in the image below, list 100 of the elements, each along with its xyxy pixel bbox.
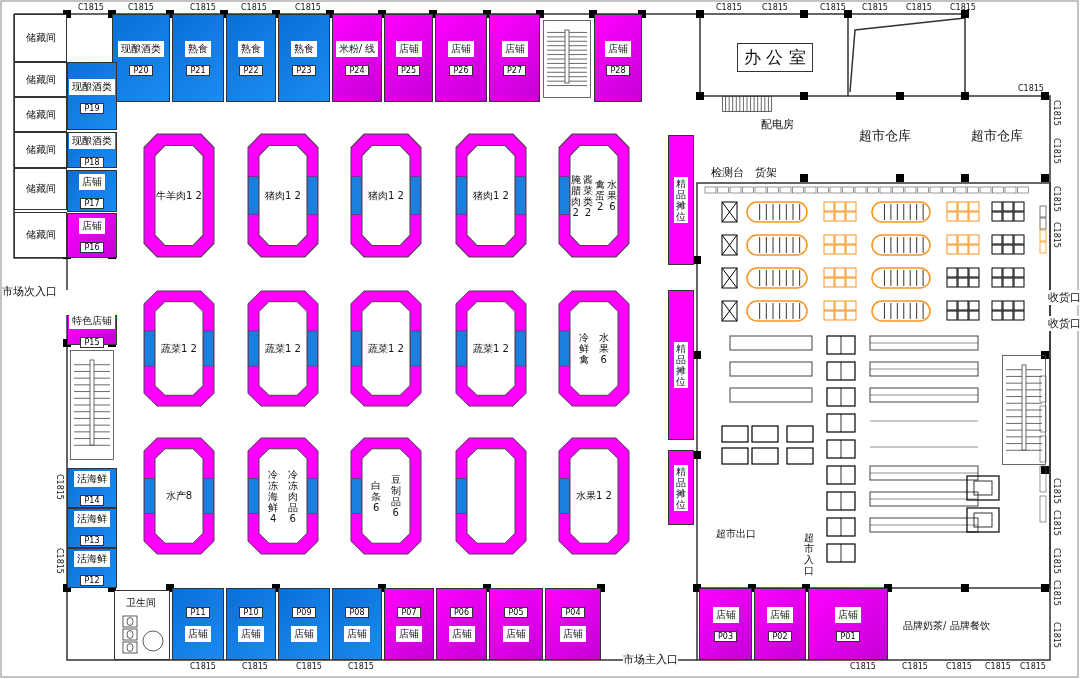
room-name: 货架: [754, 165, 778, 181]
room-name: 店铺: [185, 625, 211, 642]
room-name: 活海鲜: [74, 550, 110, 567]
market-stall-island: [247, 290, 319, 407]
unit-number: P01: [836, 630, 860, 642]
room-name: 精品摊位: [674, 464, 688, 511]
room-name: 超市仓库: [858, 127, 912, 145]
window-code: C1815: [1052, 622, 1061, 648]
room-name: 店铺: [396, 625, 422, 642]
stall-strip: [668, 450, 694, 525]
room-name: 办 公 室: [737, 42, 813, 72]
window-code: C1815: [1020, 662, 1046, 671]
unit-number: P16: [80, 242, 104, 253]
shop-room: [67, 132, 117, 168]
unit-number: P19: [80, 102, 104, 114]
unit-number: P28: [606, 64, 630, 76]
window-code: C1815: [1052, 138, 1061, 164]
shop-room: [278, 588, 330, 660]
room-name: 精品摊位: [674, 177, 688, 223]
window-code: C1815: [190, 662, 216, 671]
stall-label: 白条6: [370, 479, 382, 513]
entrance-label: 市场主入口: [623, 652, 678, 667]
unit-number: P10: [239, 606, 263, 618]
room-name: 店铺: [395, 40, 422, 57]
stall-label: 水果6: [606, 179, 618, 212]
room-name: 配电房: [760, 117, 795, 133]
window-code: C1815: [296, 662, 322, 671]
stall-label: 蔬菜1 2: [368, 341, 404, 356]
stall-label: 蔬菜1 2: [265, 341, 301, 356]
market-stall-island: [350, 133, 422, 258]
storage-room: [14, 62, 67, 97]
market-stall-island: [143, 133, 215, 258]
room-name: 活海鲜: [74, 510, 110, 527]
unit-number: P14: [80, 494, 104, 506]
stall-label: 冷鲜禽: [578, 332, 590, 365]
shop-room: [332, 588, 382, 660]
window-code: C1815: [946, 662, 972, 671]
window-code: C1815: [78, 3, 104, 12]
shop-room: [332, 14, 382, 102]
market-stall-island: [455, 290, 527, 407]
unit-number: P24: [345, 64, 369, 76]
shop-room: [67, 62, 117, 130]
window-code: C1815: [1052, 510, 1061, 536]
unit-number: P09: [292, 606, 316, 618]
stall-label: 冷冻肉品6: [287, 468, 299, 524]
room-name: 卫生间: [123, 595, 159, 611]
window-code: C1815: [128, 3, 154, 12]
window-code: C1815: [902, 662, 928, 671]
stall-label: 腌腊肉2: [570, 173, 582, 218]
window-code: C1815: [1052, 580, 1061, 606]
room-name: 店铺: [238, 625, 264, 642]
stall-label: 蔬菜1 2: [473, 341, 509, 356]
shop-room: [172, 14, 224, 102]
entrance-label: 超市入口: [803, 532, 815, 576]
shop-room: [754, 588, 806, 660]
window-code: C1815: [348, 662, 374, 671]
window-code: C1815: [1052, 100, 1061, 126]
stall-label: 禽蛋2: [594, 179, 606, 212]
unit-number: P13: [80, 534, 104, 546]
shop-room: [67, 468, 117, 508]
shop-room: [67, 213, 117, 258]
room-name: 店铺: [79, 218, 105, 234]
unit-number: P08: [345, 606, 369, 618]
storage-room: [14, 212, 67, 258]
window-code: C1815: [241, 3, 267, 12]
market-stall-island: [455, 133, 527, 258]
shop-room: [699, 588, 752, 660]
unit-number: P25: [397, 64, 420, 76]
window-code: C1815: [55, 548, 64, 574]
window-code: C1815: [190, 3, 216, 12]
window-code: C1815: [295, 3, 321, 12]
room-name: 店铺: [79, 173, 105, 190]
room-name: 店铺: [448, 625, 475, 642]
unit-number: P27: [503, 64, 526, 76]
unit-number: P12: [80, 574, 104, 586]
window-code: C1815: [1052, 478, 1061, 504]
shop-room: [226, 14, 276, 102]
room-name: 店铺: [501, 40, 528, 57]
entrance-label: 收货口: [1048, 316, 1080, 331]
market-stall-island: [558, 437, 630, 555]
window-code: C1815: [950, 3, 976, 12]
window-code: C1815: [1052, 222, 1061, 248]
stall-label: 猪肉1 2: [265, 188, 301, 203]
entrance-label: 市场次入口: [2, 284, 57, 299]
market-stall-island: [558, 133, 630, 258]
unit-number: P05: [504, 606, 528, 618]
unit-number: P15: [80, 336, 104, 348]
room-name: 熟食: [238, 40, 264, 57]
room-name: 熟食: [185, 40, 211, 57]
unit-number: P07: [397, 606, 421, 618]
shop-room: [489, 588, 543, 660]
market-stall-island: [143, 290, 215, 407]
window-code: C1815: [1052, 548, 1061, 574]
room-name: 店铺: [605, 40, 631, 57]
window-code: C1815: [242, 662, 268, 671]
shop-room: [489, 14, 540, 102]
window-code: C1815: [1018, 84, 1044, 93]
room-name: 店铺: [503, 625, 529, 642]
stall-strip: [668, 135, 694, 265]
room-name: 超市仓库: [970, 127, 1024, 145]
